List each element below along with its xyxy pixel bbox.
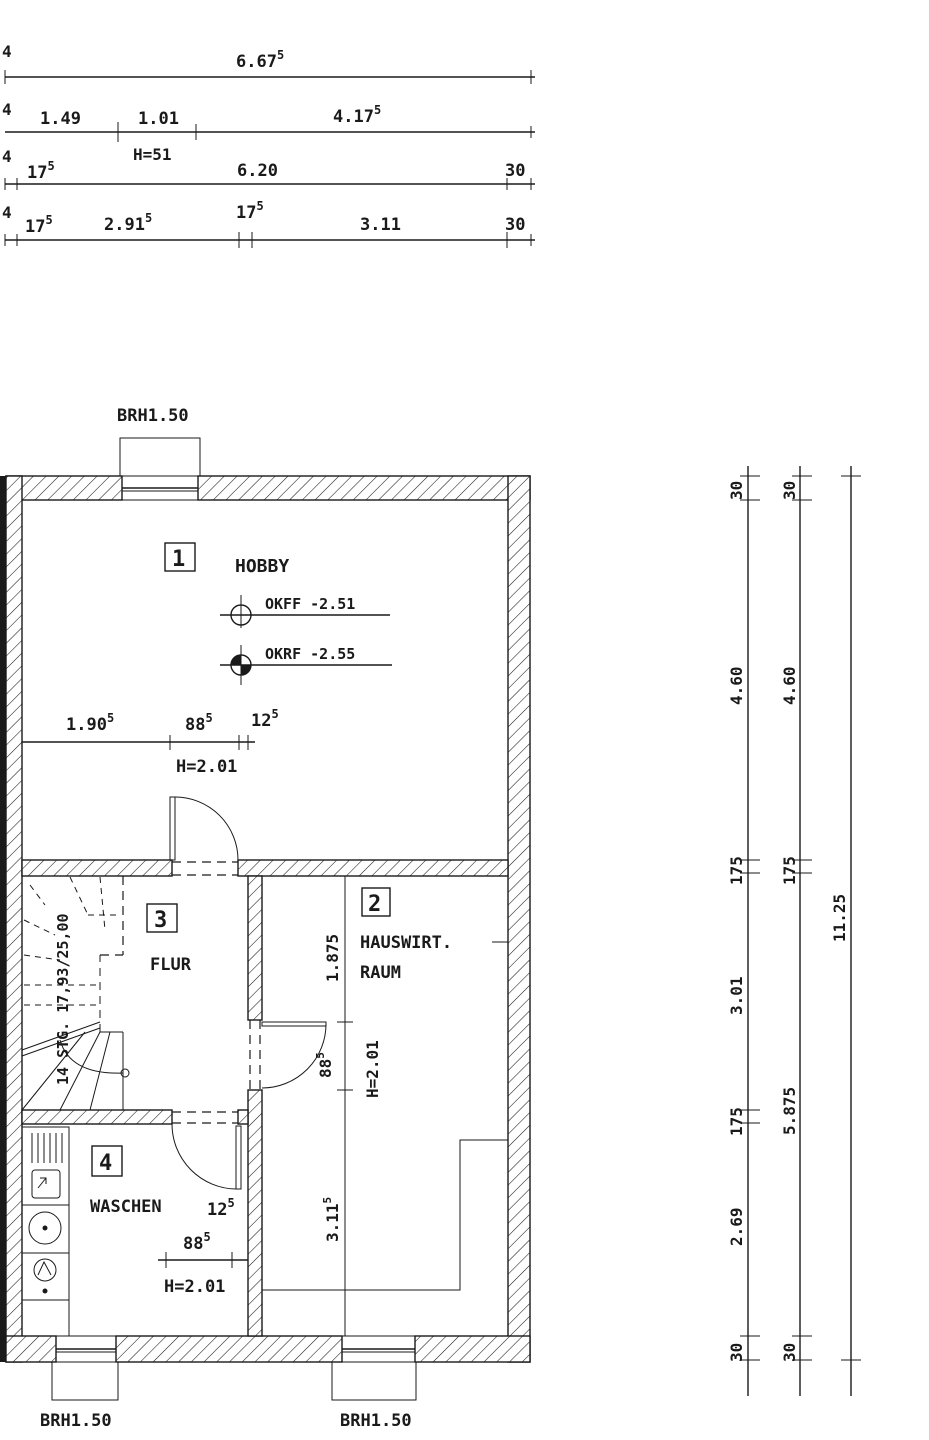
svg-text:175: 175 [25,213,53,237]
svg-text:4: 4 [2,147,12,166]
svg-text:175: 175 [727,856,746,885]
svg-text:885: 885 [314,1052,335,1078]
svg-text:H=2.01: H=2.01 [363,1040,382,1098]
svg-text:175: 175 [727,1107,746,1136]
svg-text:4: 4 [2,100,12,119]
svg-text:H=2.01: H=2.01 [164,1277,225,1297]
room-name-hauswirt-line1: HAUSWIRT. [360,933,452,953]
svg-text:4.60: 4.60 [727,666,746,705]
room-name-waschen: WASCHEN [90,1197,162,1217]
room-name-flur: FLUR [150,955,192,975]
room-flur: 3 FLUR [146,903,192,975]
okff-level-marker: OKFF -2.51 [220,595,390,628]
window-bottom-right-label: BRH1.50 [340,1411,412,1431]
svg-text:30: 30 [727,481,746,500]
room-number-4: 4 [99,1151,112,1176]
okff-label: OKFF -2.51 [265,595,355,613]
svg-text:125: 125 [251,707,279,731]
svg-text:175: 175 [236,199,264,223]
room-waschen: 4 WASCHEN 125 885 H=2.01 [21,1126,248,1337]
svg-text:4: 4 [2,203,12,222]
svg-text:30: 30 [780,1343,799,1362]
right-dimension-chain: 30 4.60 175 3.01 175 2.69 30 30 4.60 175… [727,466,861,1396]
svg-text:30: 30 [505,161,525,181]
svg-text:885: 885 [185,711,213,735]
top-dimension-chain: 4 6.675 4 1.49 1.01 H=51 4.175 4 175 6.2… [2,42,535,248]
dim-lead: 4 [2,42,12,61]
svg-text:5.875: 5.875 [780,1087,799,1135]
okrf-level-marker: OKRF -2.55 [220,645,392,685]
svg-text:175: 175 [27,159,55,183]
laundry-appliances [21,1126,70,1337]
door-hobby-flur [169,796,239,876]
washer-icon [28,1211,62,1245]
svg-text:6.20: 6.20 [237,161,278,181]
room-name-hauswirt-line2: RAUM [360,963,401,983]
svg-text:125: 125 [207,1196,235,1220]
dim-1-01: 1.01 [138,109,179,129]
svg-text:30: 30 [780,481,799,500]
dim-h-51: H=51 [133,145,172,164]
window-bottom-right: BRH1.50 [331,1335,417,1431]
svg-text:3.11: 3.11 [360,215,401,235]
svg-text:2.69: 2.69 [727,1207,746,1246]
sink-icon [31,1169,61,1199]
svg-text:4.175: 4.175 [333,103,381,127]
window-bottom-left: BRH1.50 [40,1335,119,1431]
room-hauswirtschaftsraum: 2 HAUSWIRT. RAUM 1.875 885 H=2.01 3.115 [262,876,508,1336]
window-top-label: BRH1.50 [117,406,189,426]
svg-text:3.115: 3.115 [321,1197,342,1242]
svg-text:3.01: 3.01 [727,976,746,1015]
svg-text:885: 885 [183,1230,211,1254]
room-number-3: 3 [154,908,167,933]
door-flur-hauswirt [249,1020,327,1090]
room-number-2: 2 [368,892,381,917]
svg-text:4.60: 4.60 [780,666,799,705]
dim-1-49: 1.49 [40,109,81,129]
svg-text:11.25: 11.25 [830,894,849,942]
svg-text:175: 175 [780,856,799,885]
dryer-icon [33,1258,57,1282]
stair-label: 14 STG. 17,93/25,00 [54,913,72,1085]
svg-text:1.905: 1.905 [66,711,114,735]
dim-total-width: 6.675 [236,48,284,72]
svg-text:2.915: 2.915 [104,211,152,235]
svg-text:30: 30 [505,215,525,235]
okrf-label: OKRF -2.55 [265,645,355,663]
room-number-1: 1 [172,547,185,572]
door-flur-waschen [171,1111,242,1190]
svg-text:1.875: 1.875 [323,934,342,982]
svg-text:H=2.01: H=2.01 [176,757,237,777]
window-bottom-left-label: BRH1.50 [40,1411,112,1431]
svg-text:30: 30 [727,1343,746,1362]
room-hobby: 1 HOBBY OKFF -2.51 OKRF -2.55 1.905 885 … [22,542,392,777]
staircase: 14 STG. 17,93/25,00 [21,876,130,1111]
room-name-hobby: HOBBY [235,556,289,577]
window-top: BRH1.50 [117,406,201,501]
